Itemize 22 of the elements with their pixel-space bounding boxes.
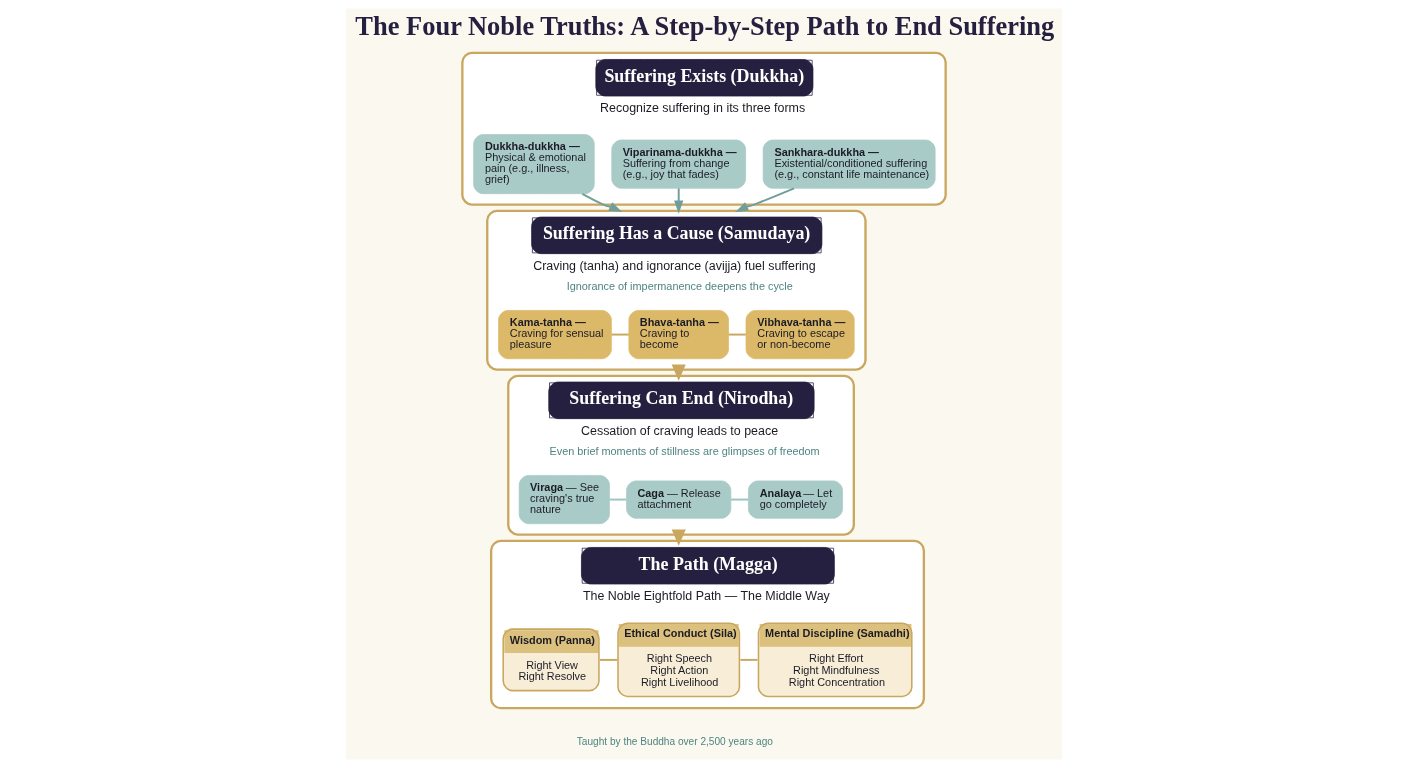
label: Taught by the Buddha over 2,500 years ago (576, 736, 773, 748)
diagram-title: The Four Noble Truths: A Step-by-Step Path to End Suffering (355, 11, 1055, 42)
node-box: Dukkha-dukkha — Physical & emotional pain (e.g., illness, grief) (473, 134, 595, 195)
connector (727, 333, 747, 336)
arrow (674, 187, 684, 214)
connector (729, 498, 750, 501)
node-box: Bhava-tanha — Craving to become (628, 310, 729, 360)
node-box: Caga — Release attachment (626, 480, 732, 519)
arrow (735, 187, 795, 213)
node-box: Viparinama-dukkha — Suffering from change (e.g., joy that fades) (611, 139, 747, 189)
node-box: Kama-tanha — Craving for sensual pleasure (498, 310, 612, 360)
node-box: Viraga — See craving's true nature (518, 475, 610, 525)
connector (598, 658, 619, 661)
node-box: Sankhara-dukkha — Existential/conditioned suffering (e.g., constant life maintenance) (762, 139, 936, 189)
connector (608, 498, 628, 501)
connector (610, 333, 630, 336)
arrow (581, 192, 623, 213)
arrow (671, 364, 686, 381)
node-box: Analaya — Let go completely (747, 480, 843, 519)
connector (739, 658, 759, 661)
node-box: Vibhava-tanha — Craving to escape or non-become (745, 310, 855, 360)
arrow (671, 529, 686, 546)
